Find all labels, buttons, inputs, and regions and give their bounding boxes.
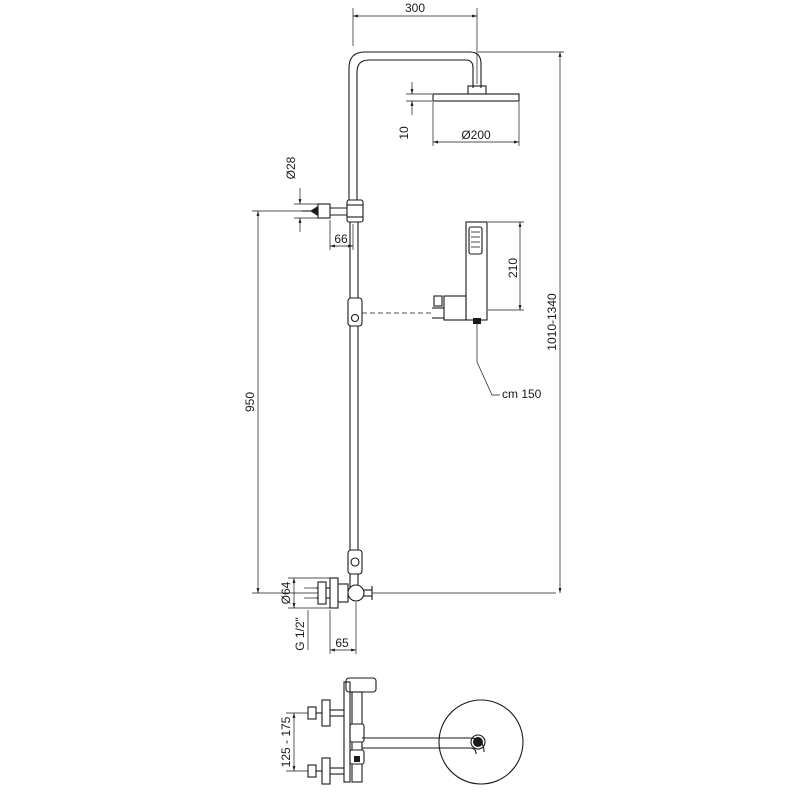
sliding-handset-holder xyxy=(347,297,432,327)
dim-label-column-height: 950 xyxy=(243,392,257,412)
dim-label-outlet-offset: 66 xyxy=(334,232,348,246)
dim-label-head-diameter: Ø200 xyxy=(461,128,491,142)
hand-shower xyxy=(432,221,488,324)
dimension-outlet-offset: 66 xyxy=(329,220,354,250)
lower-connector xyxy=(347,549,363,588)
dim-label-head-thickness: 10 xyxy=(397,126,411,140)
dimension-column-height: 950 xyxy=(243,210,318,594)
dimension-handset-length: 210 xyxy=(488,221,524,311)
riser-pipe xyxy=(349,222,359,552)
overhead-arm xyxy=(348,51,482,200)
thermostatic-mixer-side xyxy=(316,577,556,609)
dim-label-mixer-depth: 65 xyxy=(335,636,349,650)
dimension-overall-height: 1010-1340 xyxy=(478,51,564,593)
mixer-top-view xyxy=(307,677,377,785)
dim-label-arm-length: 300 xyxy=(405,1,425,15)
dimension-head-thickness: 10 xyxy=(397,82,432,140)
dimension-tube-diameter: Ø28 xyxy=(284,156,318,232)
rain-shower-head xyxy=(432,85,520,102)
dimension-inlet-thread: G 1/2" xyxy=(293,587,316,651)
upper-connector xyxy=(302,199,364,223)
dim-label-inlet-centres: 125 - 175 xyxy=(279,716,293,767)
dim-label-tube-diameter: Ø28 xyxy=(284,156,298,179)
dimension-inlet-centres: 125 - 175 xyxy=(279,712,308,772)
dim-label-inlet-thread: G 1/2" xyxy=(293,617,307,651)
dim-label-hose-length: cm 150 xyxy=(502,387,542,401)
shower-arm-top-view xyxy=(362,699,524,785)
dimension-head-diameter: Ø200 xyxy=(432,102,520,146)
dim-label-handset-length: 210 xyxy=(506,258,520,278)
dimension-mixer-depth: 65 xyxy=(329,602,357,654)
dim-label-overall-height: 1010-1340 xyxy=(545,293,559,351)
dimension-arm-length: 300 xyxy=(352,1,478,84)
hose-leader: cm 150 xyxy=(476,324,542,401)
